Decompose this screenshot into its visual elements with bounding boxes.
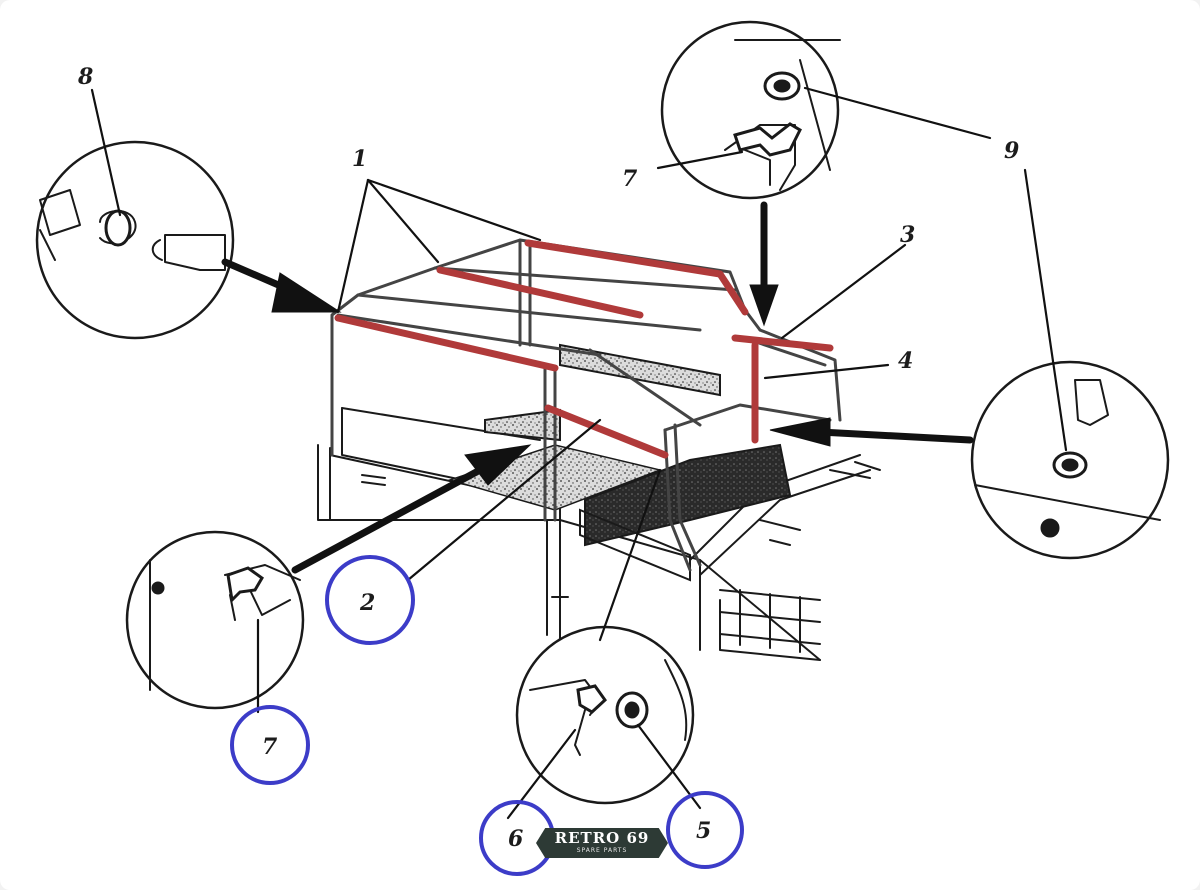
bracket-top <box>733 122 802 157</box>
marker-circles <box>230 555 744 876</box>
inset-parts <box>104 71 1088 729</box>
callout-9: 9 <box>1004 138 1020 164</box>
marker-5 <box>666 791 744 869</box>
logo-subtitle: SPARE PARTS <box>576 847 628 854</box>
inset-left <box>125 530 305 710</box>
logo-title: RETRO 69 <box>554 829 650 847</box>
bolt-hole-right <box>1040 518 1060 538</box>
arrow-right <box>816 428 974 444</box>
retro69-logo: RETRO 69 SPARE PARTS <box>536 828 668 858</box>
inset-bottom <box>515 625 695 805</box>
callout-8: 8 <box>78 64 94 90</box>
callout-7-left: 7 <box>262 734 278 760</box>
spacer-8 <box>104 209 132 247</box>
bolt-hole-left <box>151 581 165 595</box>
callout-5: 5 <box>696 818 712 844</box>
tailgate <box>579 508 691 582</box>
inset-top <box>660 20 840 200</box>
callout-6: 6 <box>508 826 524 852</box>
leader-lines <box>90 86 1068 820</box>
highlighted-bows <box>334 239 834 459</box>
callout-1: 1 <box>352 146 368 172</box>
arrows <box>221 201 974 574</box>
callout-3: 3 <box>900 222 916 248</box>
rear-compartment <box>584 443 792 547</box>
callout-4: 4 <box>898 348 914 374</box>
detail-insets <box>35 20 1170 805</box>
marker-2 <box>325 555 415 645</box>
marker-7 <box>230 705 310 785</box>
arrow-left <box>291 466 484 574</box>
inset-8 <box>35 140 235 340</box>
callout-7-top: 7 <box>622 166 638 192</box>
bracket-left <box>226 566 264 604</box>
bracket-bottom <box>576 684 607 714</box>
front-seat <box>484 408 561 442</box>
callout-2: 2 <box>360 590 376 616</box>
